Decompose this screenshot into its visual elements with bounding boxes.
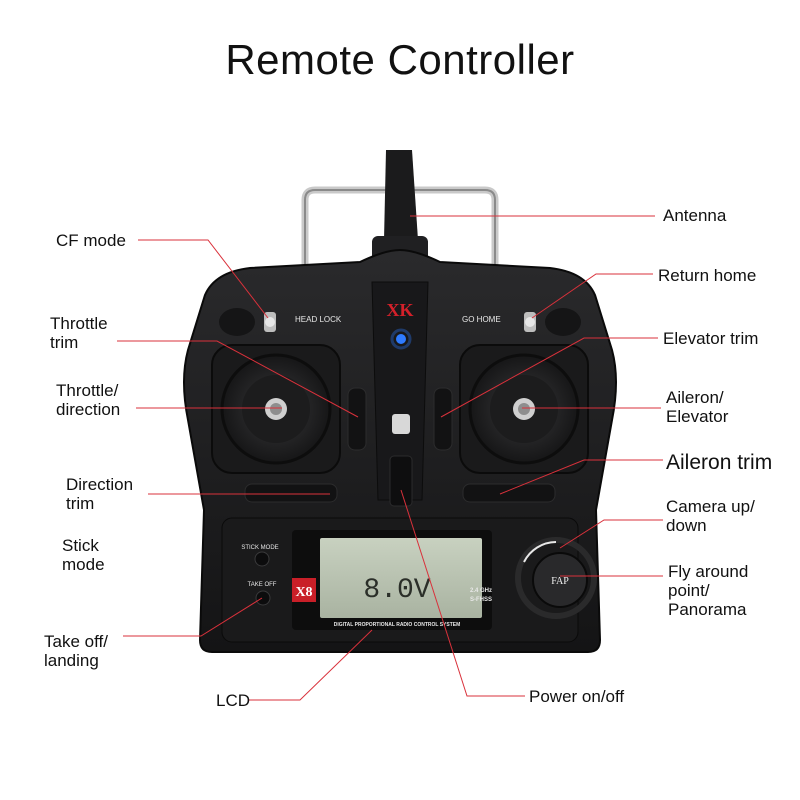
go-home-label: GO HOME — [462, 315, 501, 324]
label-elevator-trim: Elevator trim — [663, 329, 759, 348]
lcd-caption: DIGITAL PROPORTIONAL RADIO CONTROL SYSTE… — [334, 622, 461, 628]
model-label: X8 — [295, 585, 312, 600]
elevator-trim — [433, 387, 453, 451]
label-antenna: Antenna — [663, 206, 727, 225]
stick-mode-button — [254, 551, 270, 567]
take-off-button — [255, 590, 271, 606]
label-take-off-landing: Take off/ landing — [44, 632, 108, 670]
lcd-screen — [320, 538, 482, 618]
label-aileron-elevator: Aileron/ Elevator — [666, 388, 729, 426]
stick-mode-btn-label: STICK MODE — [241, 545, 278, 551]
label-power-on-off: Power on/off — [529, 687, 625, 706]
aileron-trim — [462, 483, 556, 503]
label-throttle-direction: Throttle/ direction — [56, 381, 121, 419]
fhss-label: S-FHSS — [470, 597, 492, 603]
antenna — [384, 150, 418, 240]
power-switch — [389, 455, 413, 507]
lcd-value: 8.0V — [363, 575, 430, 606]
fap-label: FAP — [551, 576, 569, 587]
label-camera-up-down: Camera up/ down — [666, 497, 755, 535]
label-stick-mode: Stick mode — [62, 536, 105, 574]
throttle-trim — [347, 387, 367, 451]
label-aileron-trim: Aileron trim — [666, 451, 773, 474]
label-fly-around: Fly around point/ Panorama — [668, 562, 749, 619]
band-label: 2.4 GHz — [470, 588, 492, 594]
fap-dial — [532, 552, 588, 608]
model-badge — [292, 578, 316, 602]
label-throttle-trim: Throttle trim — [50, 314, 108, 352]
head-lock-label: HEAD LOCK — [295, 315, 342, 324]
label-cf-mode: CF mode — [56, 231, 126, 250]
leader-lines — [117, 215, 663, 701]
label-return-home: Return home — [658, 266, 757, 285]
label-direction-trim: Direction trim — [66, 475, 134, 513]
take-off-btn-label: TAKE OFF — [248, 582, 277, 588]
brand-logo: XK — [387, 300, 414, 320]
direction-trim — [244, 483, 338, 503]
page-title: Remote Controller — [225, 36, 575, 83]
label-lcd: LCD — [216, 691, 251, 710]
power-led — [396, 334, 406, 344]
